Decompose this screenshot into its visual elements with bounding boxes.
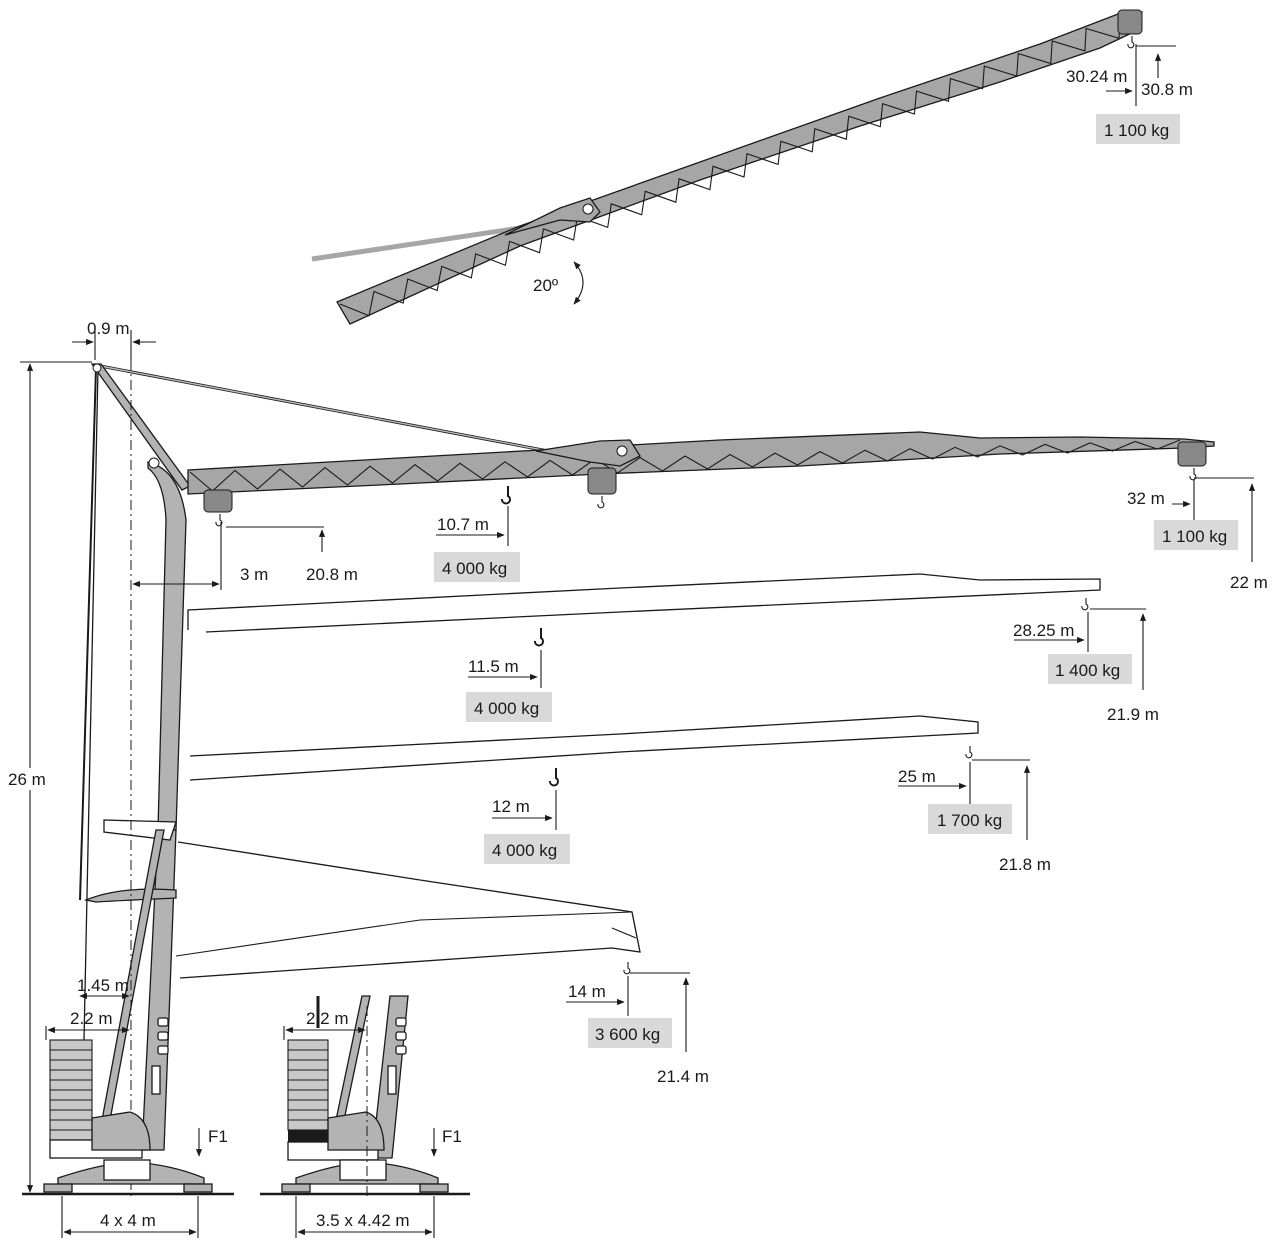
luffing-angle-label: 20º: [533, 276, 558, 295]
tilted-radius-label: 30.24 m: [1066, 67, 1127, 86]
total-height-label: 26 m: [8, 770, 46, 789]
tilted-height-label: 30.8 m: [1141, 80, 1193, 99]
tilted-load-label: 1 100 kg: [1104, 121, 1169, 140]
tower-mast-upper: [147, 461, 187, 831]
outrigger-pad-a1: [43, 1183, 73, 1193]
mid-radius-label: 10.7 m: [437, 515, 489, 534]
hook-28-mid-icon: [534, 628, 544, 647]
base-b: [260, 995, 470, 1200]
config-25-tip-radius: 25 m: [898, 767, 936, 786]
tilted-trolley: [1117, 9, 1143, 35]
hook-25-mid-icon: [549, 768, 559, 787]
tilted-jib-pivot: [504, 197, 601, 236]
base-b-label: 3.5 x 4.42 m: [316, 1211, 410, 1230]
config-14-tip-load: 3 600 kg: [595, 1025, 660, 1044]
hook-middle-icon: [597, 496, 605, 509]
hook-tip-icon: [1189, 468, 1197, 481]
main-jib-body: [187, 431, 1215, 495]
tower-head-strut: [90, 363, 191, 491]
config-28-tip-radius: 28.25 m: [1013, 621, 1074, 640]
main-jib-truss: [189, 439, 1181, 492]
mid-load-label: 4 000 kg: [442, 559, 507, 578]
tower-pivot: [148, 457, 160, 469]
config-28-mid-radius: 11.5 m: [468, 657, 519, 676]
config-25-height: 21.8 m: [999, 855, 1051, 874]
force-label-a: F1: [208, 1127, 228, 1146]
back-stay: [79, 367, 97, 901]
main-jib-pivot: [535, 439, 641, 467]
config-28-mid-load: 4 000 kg: [474, 699, 539, 718]
outrigger-pad-a2: [183, 1183, 213, 1193]
config-28-height: 21.9 m: [1107, 705, 1159, 724]
truss-lacing: [189, 439, 1181, 492]
ballast-stack-b: [287, 1039, 329, 1131]
tip-load-box: [1154, 520, 1238, 550]
jib-outline-25: [189, 715, 979, 781]
luffing-arc: [573, 261, 584, 305]
config-28-tip-load: 1 400 kg: [1055, 661, 1120, 680]
hook-25-tip-icon: [965, 746, 973, 759]
mid-load-box: [434, 552, 520, 582]
top-offset-label: 0.9 m: [87, 319, 130, 338]
min-radius-label: 3 m: [240, 565, 268, 584]
tilted-pivot-pin: [582, 203, 594, 215]
hook-14-tip-icon: [623, 962, 631, 975]
trolley-inner: [203, 489, 233, 513]
jib-outline-28: [187, 573, 1101, 633]
ballast-width-a-label: 2.2 m: [70, 1009, 113, 1028]
jib-config-28: [187, 573, 1101, 647]
config-25-mid-load: 4 000 kg: [492, 841, 557, 860]
tip-load-label: 1 100 kg: [1162, 527, 1227, 546]
tilted-hook-icon: [1127, 36, 1135, 49]
tower: [79, 363, 549, 1151]
jib-config-14: [175, 841, 641, 979]
trolley-middle: [587, 467, 617, 495]
ballast-width-b-label: 2.2 m: [306, 1009, 349, 1028]
slewing-platform-b: [327, 1111, 385, 1151]
tilted-jib-truss: [339, 15, 1121, 317]
hook-28-tip-icon: [1081, 598, 1089, 611]
jib-config-25: [189, 715, 979, 787]
tilted-jib-body: [336, 11, 1143, 325]
hook-mid-icon: [501, 486, 511, 505]
force-label-b: F1: [442, 1127, 462, 1146]
slewing-platform-a: [91, 1111, 151, 1151]
config-14-height: 21.4 m: [657, 1067, 709, 1086]
jib-outline-14: [177, 841, 641, 979]
config-25-mid-radius: 12 m: [492, 797, 530, 816]
trolley-tip: [1177, 441, 1207, 467]
tilted-jib-tie: [311, 225, 521, 262]
truss-lacing: [339, 15, 1121, 317]
base-a: [22, 1039, 234, 1196]
horizontal-jib: [187, 431, 1215, 527]
base-a-label: 4 x 4 m: [100, 1211, 156, 1230]
folded-jib-head: [103, 819, 177, 841]
tip-radius-label: 32 m: [1127, 489, 1165, 508]
hook-height-label: 20.8 m: [306, 565, 358, 584]
tilted-load-box: [1096, 114, 1180, 144]
config-14-tip-radius: 14 m: [568, 982, 606, 1001]
tip-height-label: 22 m: [1230, 573, 1268, 592]
offset-1-label: 1.45 m: [77, 976, 129, 995]
config-25-tip-load: 1 700 kg: [937, 811, 1002, 830]
tilted-jib: [311, 9, 1143, 325]
